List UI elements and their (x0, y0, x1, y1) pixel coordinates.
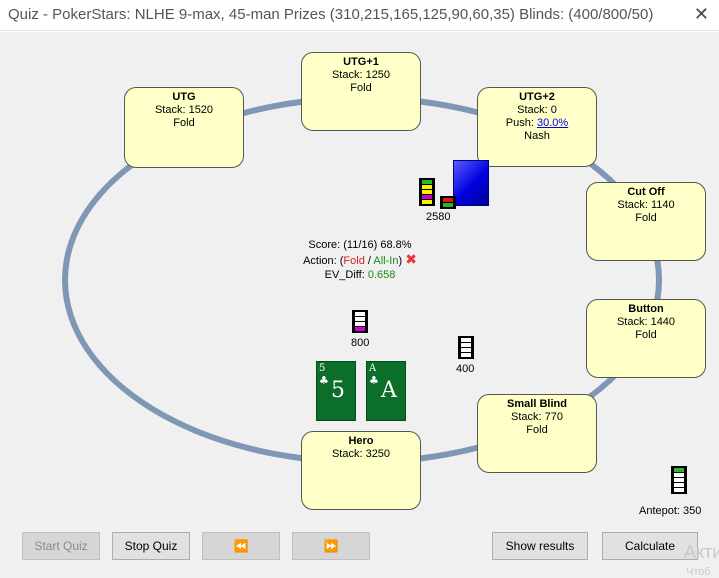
card-rank-big: 5 (331, 378, 345, 403)
antepot-amount: Antepot: 350 (639, 505, 702, 517)
seat-action: Fold (635, 329, 657, 341)
chip-stack-icon (352, 310, 368, 333)
seat-name: UTG+2 (519, 91, 555, 103)
seat-utg: UTG Stack: 1520 Fold (124, 87, 244, 168)
ev-label: EV_Diff: (324, 269, 368, 281)
action-fold: Fold (343, 255, 365, 267)
card-rank-small: A (369, 363, 377, 374)
seat-name: Button (628, 303, 664, 315)
bet-amount-utg2: 2580 (426, 211, 451, 223)
seat-action: Fold (350, 82, 372, 94)
start-quiz-button[interactable]: Start Quiz (22, 532, 100, 560)
seat-stack: Stack: 770 (511, 411, 563, 423)
activation-watermark-sub: Чтоб (686, 566, 711, 578)
chip-stack-icon (671, 466, 687, 494)
wrong-answer-icon: ✖ (405, 251, 417, 267)
push-row: Push: 30.0% (478, 117, 596, 130)
close-icon[interactable]: ✕ (693, 4, 709, 24)
seat-button: Button Stack: 1440 Fold (586, 299, 706, 378)
calculate-button[interactable]: Calculate (602, 532, 698, 560)
dealer-button-icon (453, 160, 489, 206)
action-label: Action: ( (303, 255, 344, 267)
seat-stack: Stack: 1140 (617, 199, 675, 211)
action-sep: / (364, 255, 374, 267)
club-icon: ♣ (319, 374, 329, 387)
seat-action: Nash (524, 130, 550, 142)
seat-action: Fold (526, 424, 548, 436)
seat-name: Cut Off (627, 186, 665, 198)
ev-row: EV_Diff: 0.658 (290, 268, 430, 282)
quiz-result: Score: (11/16) 68.8% Action: (Fold / All… (290, 238, 430, 282)
seat-hero: Hero Stack: 3250 (301, 431, 421, 510)
seat-action: Fold (173, 117, 195, 129)
card-rank-big: A (381, 378, 397, 403)
action-close: ) (398, 255, 403, 267)
bet-amount-small-blind: 400 (456, 363, 475, 375)
ev-value: 0.658 (367, 269, 396, 281)
seat-name: UTG+1 (343, 56, 379, 68)
seat-stack: Stack: 1440 (616, 316, 676, 328)
seat-stack: Stack: 0 (517, 104, 557, 116)
seat-name: Small Blind (507, 398, 567, 410)
card-rank-small: 5 (319, 363, 326, 374)
stop-quiz-button[interactable]: Stop Quiz (112, 532, 190, 560)
seat-name: Hero (348, 435, 374, 447)
activation-watermark: Акти (684, 542, 719, 562)
bet-amount-hero: 800 (351, 337, 370, 349)
push-label: Push: (505, 117, 534, 129)
seat-stack: Stack: 3250 (331, 448, 391, 460)
club-icon: ♣ (369, 374, 379, 387)
seat-stack: Stack: 1520 (154, 104, 214, 116)
window-title: Quiz - PokerStars: NLHE 9-max, 45-man Pr… (8, 6, 654, 23)
seat-cutoff: Cut Off Stack: 1140 Fold (586, 182, 706, 261)
chip-stack-icon (440, 196, 456, 209)
hero-card-1: 5 ♣ 5 (316, 361, 356, 421)
push-range-link[interactable]: 30.0% (537, 117, 569, 129)
seat-utg2: UTG+2 Stack: 0 Push: 30.0% Nash (477, 87, 597, 167)
title-bar: Quiz - PokerStars: NLHE 9-max, 45-man Pr… (0, 0, 719, 31)
seat-small-blind: Small Blind Stack: 770 Fold (477, 394, 597, 473)
next-button[interactable]: ⏩ (292, 532, 370, 560)
action-row: Action: (Fold / All-In) ✖ (290, 252, 430, 268)
score-text: Score: (11/16) 68.8% (308, 239, 412, 251)
show-results-button[interactable]: Show results (492, 532, 588, 560)
seat-stack: Stack: 1250 (331, 69, 391, 81)
chip-stack-icon (419, 178, 435, 206)
seat-name: UTG (172, 91, 196, 103)
seat-utg1: UTG+1 Stack: 1250 Fold (301, 52, 421, 131)
hero-card-2: A ♣ A (366, 361, 406, 421)
previous-button[interactable]: ⏪ (202, 532, 280, 560)
chip-stack-icon (458, 336, 474, 359)
seat-action: Fold (635, 212, 657, 224)
action-allin: All-In (373, 255, 399, 267)
